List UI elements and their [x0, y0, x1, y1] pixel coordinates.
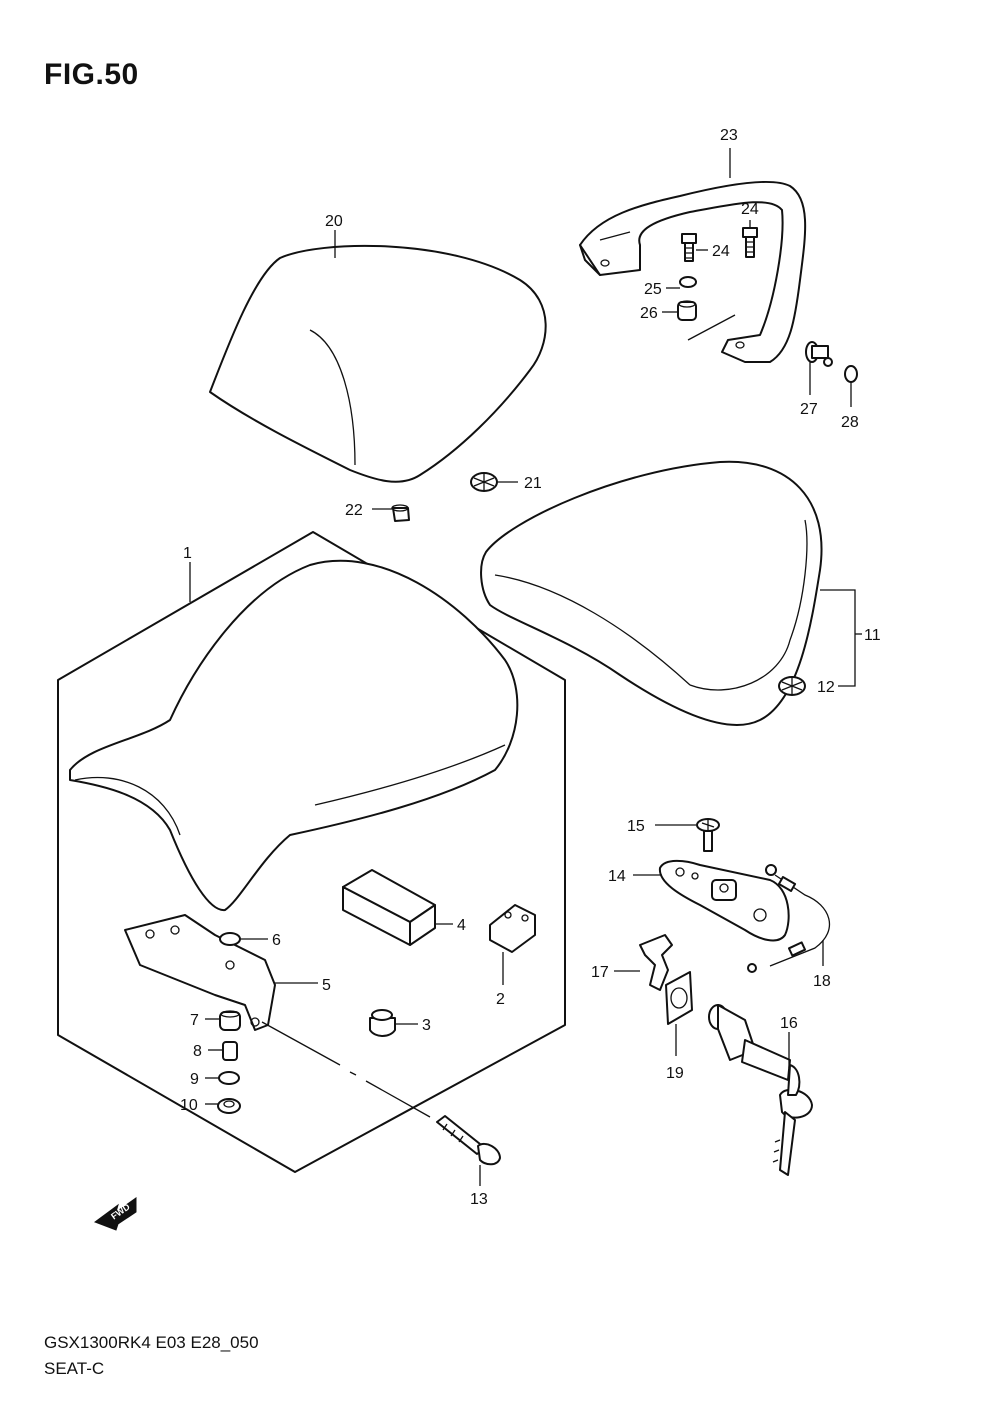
callout-23: 23 [720, 127, 738, 144]
callout-11: 11 [864, 627, 881, 644]
callout-2: 2 [496, 991, 505, 1008]
callout-12: 12 [817, 679, 835, 696]
callout-1: 1 [183, 545, 192, 562]
callout-8: 8 [193, 1043, 202, 1060]
front-seat [69, 559, 519, 912]
callout-3: 3 [422, 1017, 431, 1034]
callout-9: 9 [190, 1071, 199, 1088]
nut-10 [217, 1098, 241, 1114]
screw-15 [696, 818, 720, 852]
washer-6 [219, 932, 241, 946]
clip-17 [639, 934, 673, 991]
collar-8 [222, 1041, 238, 1061]
grommet-21 [470, 472, 498, 492]
callout-25: 25 [644, 281, 662, 298]
pin-27 [805, 341, 833, 367]
callout-6: 6 [272, 932, 281, 949]
callout-17: 17 [591, 964, 609, 981]
seat-assembly-box-1 [57, 531, 566, 1173]
callout-27: 27 [800, 401, 818, 418]
callout-13: 13 [470, 1191, 488, 1208]
callout-26: 26 [640, 305, 658, 322]
callout-19: 19 [666, 1065, 684, 1082]
bolt-13 [436, 1115, 501, 1166]
callout-14: 14 [608, 868, 626, 885]
callout-4: 4 [457, 917, 466, 934]
callout-20: 20 [325, 213, 343, 230]
cushion-7 [219, 1010, 241, 1031]
section-name: SEAT-C [44, 1359, 105, 1378]
cushion-26 [677, 300, 697, 321]
callout-24b: 24 [741, 201, 759, 218]
grab-rail-part [579, 180, 807, 363]
bolt-24a [681, 233, 697, 262]
cable-18 [747, 864, 831, 973]
bolt-24b [742, 227, 758, 258]
rear-seat-11 [480, 460, 823, 726]
model-code: GSX1300RK4 E03 E28_050 [44, 1333, 259, 1352]
plate-19 [665, 971, 693, 1025]
key-icon [772, 1064, 813, 1176]
callout-7: 7 [190, 1012, 199, 1029]
callout-21: 21 [524, 475, 542, 492]
clip-28 [844, 365, 858, 383]
callout-24a: 24 [712, 243, 730, 260]
callout-5: 5 [322, 977, 331, 994]
figure-title: FIG.50 [44, 58, 139, 91]
bracket-5 [124, 914, 276, 1031]
pad-4 [342, 869, 436, 946]
callout-15: 15 [627, 818, 645, 835]
callout-18: 18 [813, 973, 831, 990]
cushion-22 [391, 504, 410, 522]
seat-cowl-20 [209, 244, 547, 483]
lock-cylinder-16 [708, 1004, 791, 1081]
washer-25 [679, 276, 697, 288]
seat-lock-plate-14 [658, 859, 790, 942]
washer-9 [218, 1071, 240, 1085]
grommet-12 [778, 676, 806, 696]
callout-16: 16 [780, 1015, 798, 1032]
callout-28: 28 [841, 414, 859, 431]
cushion-3 [369, 1009, 396, 1037]
callout-22: 22 [345, 502, 363, 519]
cushion-2 [489, 904, 536, 953]
callout-10: 10 [180, 1097, 198, 1114]
fwd-arrow-icon: FWD [93, 1197, 137, 1231]
